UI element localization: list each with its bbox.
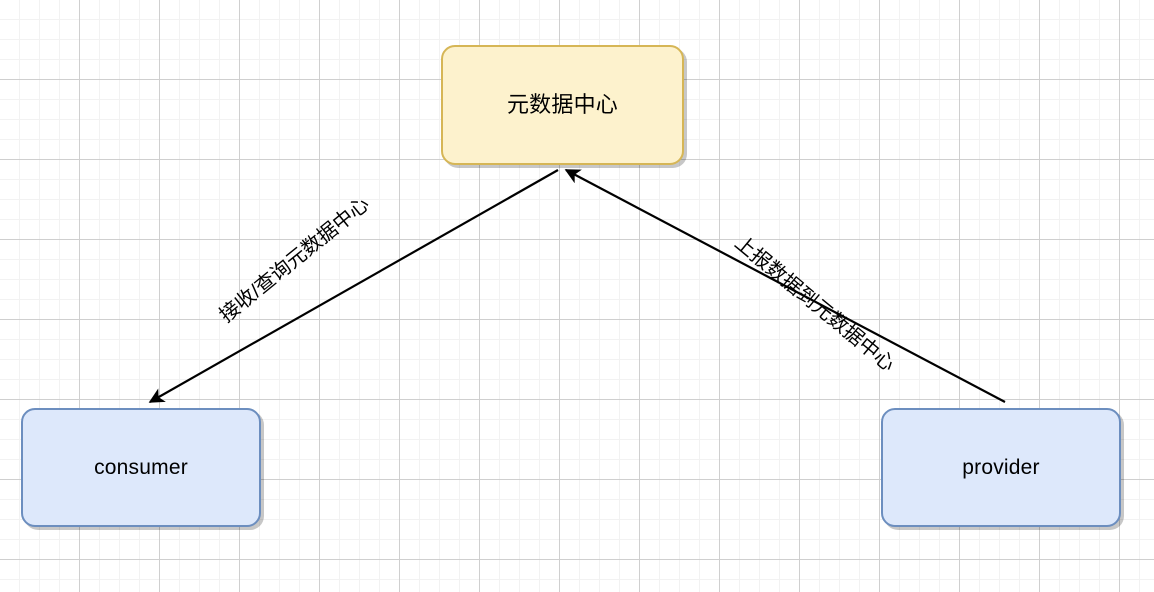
edge-metadata-center-to-consumer[interactable] (148, 169, 559, 403)
node-metadata-center[interactable]: 元数据中心 (441, 45, 684, 165)
node-consumer-label: consumer (94, 455, 188, 479)
node-provider-label: provider (962, 455, 1040, 479)
node-provider[interactable]: provider (881, 408, 1121, 527)
node-consumer[interactable]: consumer (21, 408, 261, 527)
edge-provider-to-metadata-center[interactable] (564, 169, 1006, 403)
node-metadata-center-label: 元数据中心 (506, 91, 618, 117)
